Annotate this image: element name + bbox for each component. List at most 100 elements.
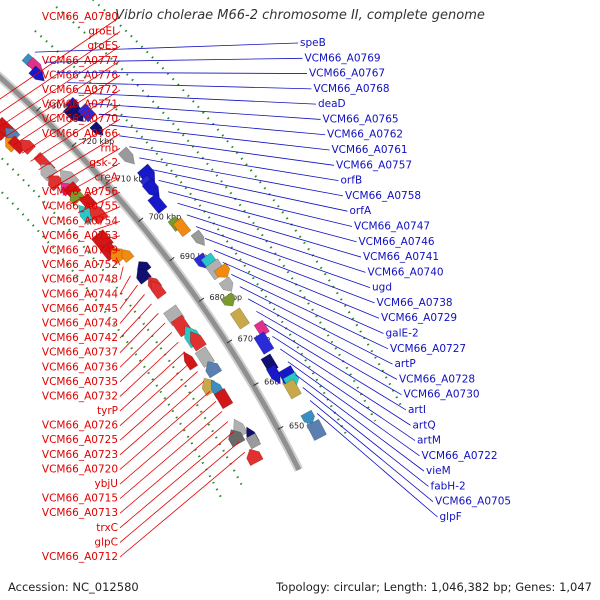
gene-feature bbox=[150, 280, 167, 300]
right-gene-label: VCM66_A0705 bbox=[435, 496, 511, 508]
left-gene-label: VCM66_A0743 bbox=[42, 317, 118, 329]
right-label-leader bbox=[272, 335, 411, 426]
left-gene-label: VCM66_A0748 bbox=[42, 274, 118, 286]
right-label-leader bbox=[302, 387, 429, 487]
right-label-leader bbox=[295, 374, 425, 472]
right-gene-label: fabH-2 bbox=[431, 480, 466, 492]
left-gene-label: VCM66_A0749 bbox=[42, 245, 118, 257]
left-gene-label: VCM66_A0725 bbox=[42, 434, 118, 446]
right-label-leader bbox=[77, 92, 317, 105]
left-gene-label: groEL bbox=[88, 26, 118, 38]
right-gene-label: VCM66_A0738 bbox=[377, 297, 453, 309]
left-label-leader bbox=[119, 361, 192, 426]
left-gene-label: VCM66_A0776 bbox=[42, 69, 118, 81]
left-gene-label: VCM66_A0771 bbox=[42, 99, 118, 111]
kbp-tick-label: 700 kbp bbox=[149, 213, 182, 222]
left-label-leader bbox=[5, 60, 121, 138]
left-gene-label: VCM66_A0754 bbox=[42, 215, 118, 227]
right-gene-label: orfA bbox=[350, 205, 372, 217]
left-gene-label: VCM66_A0736 bbox=[42, 361, 118, 373]
left-gene-label: VCM66_A0753 bbox=[42, 230, 118, 242]
right-label-leader bbox=[222, 261, 384, 334]
kbp-tick-label: 710 kbp bbox=[116, 174, 149, 183]
left-gene-label: VCM66_A0756 bbox=[42, 186, 118, 198]
left-label-leader bbox=[119, 266, 124, 280]
right-gene-label: vieM bbox=[426, 465, 451, 477]
gene-feature bbox=[213, 262, 231, 278]
left-gene-label: VCM66_A0713 bbox=[42, 507, 118, 519]
left-label-leader bbox=[85, 206, 121, 222]
right-gene-label: VCM66_A0765 bbox=[323, 113, 399, 125]
left-label-leader bbox=[119, 391, 211, 470]
left-gene-label: VCM66_A0723 bbox=[42, 449, 118, 461]
topology-text: Topology: circular; Length: 1,046,382 bp… bbox=[276, 580, 592, 594]
right-label-leader bbox=[239, 286, 393, 365]
left-label-leader bbox=[119, 275, 131, 295]
gene-feature bbox=[246, 448, 264, 467]
left-label-leader bbox=[119, 421, 229, 514]
left-gene-label: VCM66_A0726 bbox=[42, 420, 118, 432]
right-gene-label: artP bbox=[395, 358, 416, 370]
kbp-tick-mark bbox=[71, 142, 77, 148]
left-gene-label: VCM66_A0742 bbox=[42, 332, 118, 344]
gene-feature bbox=[245, 432, 262, 450]
left-label-leader bbox=[119, 451, 246, 558]
right-label-leader bbox=[98, 113, 326, 136]
left-label-leader bbox=[0, 45, 121, 128]
right-gene-label: VCM66_A0767 bbox=[309, 68, 385, 80]
left-gene-label: VCM66_A0766 bbox=[42, 128, 118, 140]
gene-feature bbox=[220, 292, 236, 307]
left-gene-label: VCM66_A0755 bbox=[42, 201, 118, 213]
right-gene-label: artI bbox=[408, 404, 426, 416]
left-label-leader bbox=[108, 247, 121, 251]
right-gene-label: VCM66_A0722 bbox=[422, 450, 498, 462]
right-label-leader bbox=[316, 413, 438, 518]
right-label-leader bbox=[45, 57, 303, 63]
right-gene-label: galE-2 bbox=[386, 328, 419, 340]
left-label-leader bbox=[101, 235, 121, 240]
left-gene-label: VCM66_A0752 bbox=[42, 259, 118, 271]
left-label-leader bbox=[93, 220, 121, 231]
left-label-leader bbox=[70, 177, 121, 205]
left-label-leader bbox=[0, 16, 121, 100]
left-label-leader bbox=[119, 381, 205, 456]
right-gene-label: deaD bbox=[318, 98, 346, 110]
right-gene-label: VCM66_A0762 bbox=[327, 129, 403, 141]
left-label-leader bbox=[78, 191, 121, 214]
kbp-tick-label: 720 kbp bbox=[82, 137, 115, 146]
left-gene-label: VCM66_A0712 bbox=[42, 551, 118, 563]
right-label-leader bbox=[158, 179, 353, 227]
gene-feature bbox=[229, 307, 251, 330]
gene-feature bbox=[283, 378, 302, 400]
left-label-leader bbox=[119, 284, 138, 310]
right-gene-label: glpF bbox=[440, 511, 462, 523]
kbp-tick-mark bbox=[198, 297, 205, 302]
left-gene-label: tyrP bbox=[97, 405, 118, 417]
gene-feature bbox=[47, 175, 65, 192]
left-gene-label: VCM66_A0732 bbox=[42, 390, 118, 402]
right-label-leader bbox=[168, 191, 357, 243]
kbp-tick-mark bbox=[226, 339, 233, 344]
kbp-tick-mark bbox=[169, 256, 175, 262]
left-gene-label: VCM66_A0777 bbox=[42, 55, 118, 67]
gene-feature bbox=[253, 331, 275, 355]
kbp-tick-mark bbox=[138, 217, 144, 223]
accession-text: Accession: NC_012580 bbox=[8, 580, 139, 594]
gene-feature bbox=[136, 268, 152, 285]
right-label-leader bbox=[139, 157, 344, 197]
gene-feature bbox=[88, 203, 109, 225]
backbone-ring bbox=[0, 74, 302, 471]
right-gene-label: orfB bbox=[341, 175, 363, 187]
left-gene-label: VCM66_A0744 bbox=[42, 288, 118, 300]
right-gene-label: ugd bbox=[372, 282, 392, 294]
right-gene-label: speB bbox=[300, 37, 326, 49]
gene-feature bbox=[189, 331, 207, 352]
left-label-leader bbox=[13, 75, 121, 146]
left-label-leader bbox=[21, 89, 121, 154]
right-gene-label: artM bbox=[417, 435, 441, 447]
right-label-leader bbox=[213, 249, 380, 319]
kbp-tick-mark bbox=[36, 106, 42, 112]
gene-feature bbox=[121, 249, 135, 264]
left-label-leader bbox=[119, 371, 198, 441]
left-label-leader bbox=[119, 341, 179, 397]
